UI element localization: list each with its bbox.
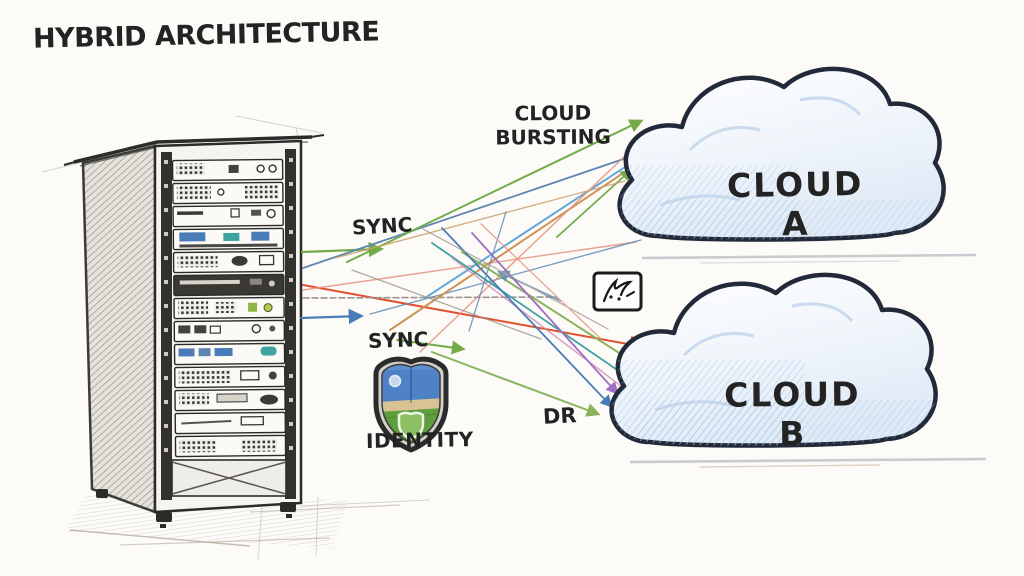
rack-side-panel (81, 144, 157, 514)
shield-identity-icon (373, 356, 449, 453)
cloud-a-shape (617, 66, 977, 264)
crossing-sketch-lines (351, 211, 609, 340)
rack-bottom-brace (171, 459, 287, 497)
rack-rail-left (161, 152, 172, 500)
burst-box-icon (592, 271, 643, 312)
label-dr: DR (542, 403, 578, 429)
cloud-a-label: CLOUD A (726, 163, 864, 244)
server-rack (41, 115, 431, 561)
cloud-a-shadow (641, 253, 977, 260)
label-cloud-bursting: CLOUD BURSTING (495, 100, 611, 150)
cloud-b-label: CLOUD B (724, 374, 861, 454)
label-sync-top: SYNC (351, 212, 413, 240)
rack-unit-details (176, 163, 279, 453)
label-sync-bottom: SYNC (367, 326, 429, 354)
arrows-from-rack (299, 147, 653, 354)
cloud-b-shape (609, 272, 987, 468)
label-identity: IDENTITY (365, 427, 474, 453)
rack-ground-shadow (66, 494, 401, 548)
rack-rail-right (285, 149, 296, 499)
connection-arrows (299, 119, 660, 417)
rack-rail-holes (164, 158, 293, 452)
rack-units (171, 158, 287, 458)
cloud-b-shadow (629, 457, 987, 464)
arrows-to-cloud-b (396, 227, 644, 417)
arrows-to-cloud-a (334, 119, 660, 353)
rack-feet (96, 489, 296, 528)
